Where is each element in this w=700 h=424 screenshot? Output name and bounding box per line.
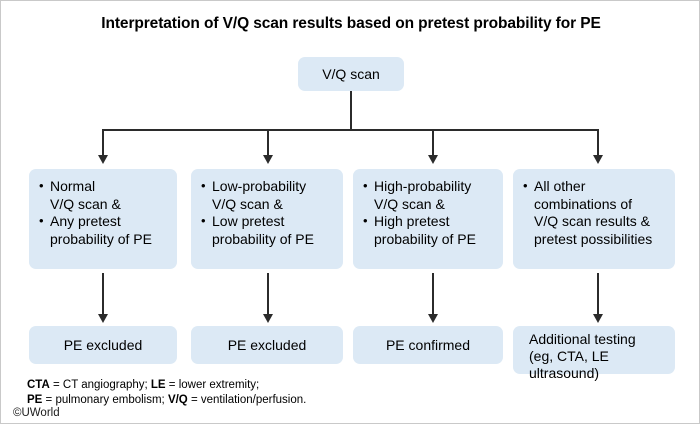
result-label-lines: Additional testing (eg, CTA, LE ultrasou… [513, 331, 675, 382]
criteria-bullet-lines: High-probability V/Q scan & [374, 178, 495, 213]
criteria-line: probability of PE [212, 230, 314, 247]
footnote-text: = ventilation/perfusion. [187, 393, 307, 406]
criteria-line: All other [534, 178, 586, 194]
arrow-head-result-4 [593, 314, 603, 323]
arrow-head-result-3 [428, 314, 438, 323]
arrow-head-result-1 [98, 314, 108, 323]
page-title: Interpretation of V/Q scan results based… [101, 15, 601, 32]
footnote-abbr: LE [150, 379, 166, 391]
criteria-bullet-list: All other combinations of V/Q scan resul… [523, 177, 667, 248]
result-line: (eg, CTA, LE [529, 348, 609, 364]
criteria-bullet-lines: High pretest probability of PE [374, 213, 495, 248]
footnote-abbr: CTA [27, 379, 50, 391]
criteria-line: V/Q scan results & [534, 213, 650, 229]
criteria-line: Low pretest [212, 213, 285, 229]
criteria-bullet-list: High-probability V/Q scan & High pretest… [363, 177, 495, 248]
result-label: PE confirmed [385, 336, 471, 353]
list-item: Any pretest probability of PE [39, 212, 169, 248]
criteria-line: pretest possibilities [534, 230, 653, 247]
list-item: All other combinations of V/Q scan resul… [523, 177, 667, 248]
arrow-head-branch-1 [98, 155, 108, 164]
arrow-head-branch-3 [428, 155, 438, 164]
footnote-line-1: CTA = CT angiography; LE = lower extremi… [27, 378, 306, 393]
criteria-bullet-lines: Low-probability V/Q scan & [212, 178, 335, 213]
result-box-additional-testing: Additional testing (eg, CTA, LE ultrasou… [513, 326, 675, 381]
connector-result-2 [267, 273, 269, 317]
criteria-box-normal-scan: Normal V/Q scan & Any pretest probabilit… [29, 169, 177, 269]
criteria-box-high-probability: High-probability V/Q scan & High pretest… [353, 169, 503, 269]
criteria-line: V/Q scan & [212, 195, 283, 212]
criteria-bullet-lines: Normal V/Q scan & [50, 178, 169, 213]
connector-branch-2 [267, 129, 269, 157]
connector-branch-1 [102, 129, 104, 157]
list-item: High-probability V/Q scan & [363, 177, 495, 213]
criteria-box-low-probability: Low-probability V/Q scan & Low pretest p… [191, 169, 343, 269]
result-box-pe-excluded-1: PE excluded [29, 326, 177, 364]
copyright-notice: ©UWorld [13, 407, 60, 419]
footnote-abbr: V/Q [167, 393, 188, 406]
footnote-line-2: PE = pulmonary embolism; V/Q = ventilati… [27, 393, 306, 408]
result-label: PE excluded [63, 336, 143, 353]
result-box-pe-excluded-2: PE excluded [191, 326, 343, 364]
arrow-head-branch-4 [593, 155, 603, 164]
list-item: High pretest probability of PE [363, 212, 495, 248]
list-item: Low pretest probability of PE [201, 212, 335, 248]
node-vq-scan-label: V/Q scan [322, 66, 380, 82]
criteria-line: combinations of [534, 195, 633, 212]
arrow-head-result-2 [263, 314, 273, 323]
result-line: Additional testing [529, 331, 636, 347]
footnote-text: = CT angiography; [49, 379, 151, 391]
list-item: Normal V/Q scan & [39, 177, 169, 213]
criteria-line: Normal [50, 178, 96, 194]
criteria-line: High-probability [374, 178, 472, 194]
criteria-line: V/Q scan & [50, 195, 121, 212]
connector-result-3 [432, 273, 434, 317]
footnote: CTA = CT angiography; LE = lower extremi… [27, 378, 306, 407]
result-label: PE excluded [227, 336, 307, 353]
criteria-line: Any pretest [50, 213, 121, 229]
result-box-pe-confirmed: PE confirmed [353, 326, 503, 364]
criteria-line: probability of PE [50, 230, 152, 247]
connector-branch-3 [432, 129, 434, 157]
connector-root-trunk [350, 91, 352, 129]
connector-split-bar [102, 129, 598, 131]
criteria-bullet-list: Normal V/Q scan & Any pretest probabilit… [39, 177, 169, 248]
criteria-bullet-list: Low-probability V/Q scan & Low pretest p… [201, 177, 335, 248]
node-vq-scan: V/Q scan [298, 57, 404, 91]
connector-result-4 [597, 273, 599, 317]
criteria-bullet-lines: All other combinations of V/Q scan resul… [534, 178, 667, 248]
connector-result-1 [102, 273, 104, 317]
criteria-line: probability of PE [374, 230, 476, 247]
result-line: ultrasound) [529, 365, 600, 381]
connector-branch-4 [597, 129, 599, 157]
criteria-bullet-lines: Low pretest probability of PE [212, 213, 335, 248]
footnote-text: = lower extremity; [165, 379, 260, 391]
arrow-head-branch-2 [263, 155, 273, 164]
footnote-abbr: PE [27, 393, 43, 406]
criteria-line: V/Q scan & [374, 195, 445, 212]
list-item: Low-probability V/Q scan & [201, 177, 335, 213]
criteria-line: High pretest [374, 213, 450, 229]
criteria-bullet-lines: Any pretest probability of PE [50, 213, 169, 248]
criteria-box-all-other: All other combinations of V/Q scan resul… [513, 169, 675, 269]
footnote-text: = pulmonary embolism; [42, 393, 168, 406]
criteria-line: Low-probability [212, 178, 307, 194]
